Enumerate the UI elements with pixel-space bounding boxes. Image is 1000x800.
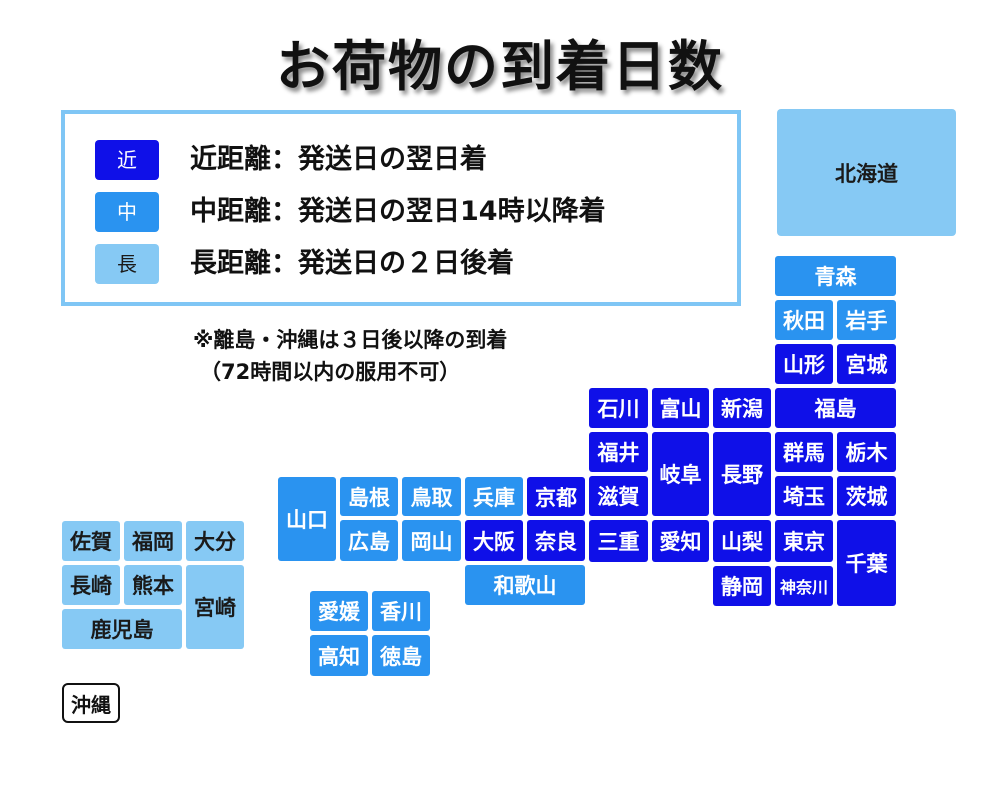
pref-okinawa[interactable]: 沖縄 — [62, 683, 120, 723]
pref-shiga[interactable]: 滋賀 — [589, 476, 648, 516]
pref-miyagi[interactable]: 宮城 — [837, 344, 896, 384]
pref-kochi[interactable]: 高知 — [310, 635, 368, 676]
pref-gifu[interactable]: 岐阜 — [652, 432, 709, 516]
pref-saga[interactable]: 佐賀 — [62, 521, 120, 561]
pref-yamagata[interactable]: 山形 — [775, 344, 833, 384]
near-description: 近距離：発送日の翌日着 — [190, 144, 487, 175]
pref-fukuoka[interactable]: 福岡 — [124, 521, 182, 561]
note-islands: ※離島・沖縄は３日後以降の到着 — [193, 328, 508, 352]
pref-saitama[interactable]: 埼玉 — [775, 476, 833, 516]
pref-tokyo[interactable]: 東京 — [775, 520, 833, 562]
pref-nagasaki[interactable]: 長崎 — [62, 565, 120, 605]
pref-mie[interactable]: 三重 — [589, 520, 648, 562]
pref-fukushima[interactable]: 福島 — [775, 388, 896, 428]
pref-hiroshima[interactable]: 広島 — [340, 520, 398, 561]
mid-badge: 中 — [95, 192, 159, 232]
legend-row-far: 長 長距離：発送日の２日後着 — [95, 244, 735, 284]
note-72-hours: （72時間以内の服用不可） — [200, 360, 461, 384]
pref-kyoto[interactable]: 京都 — [527, 477, 585, 516]
page-title: お荷物の到着日数 — [276, 35, 724, 98]
pref-aomori[interactable]: 青森 — [775, 256, 896, 296]
pref-oita[interactable]: 大分 — [186, 521, 244, 561]
pref-kanagawa[interactable]: 神奈川 — [775, 566, 833, 606]
pref-nagano[interactable]: 長野 — [713, 432, 771, 516]
legend-row-mid: 中 中距離：発送日の翌日14時以降着 — [95, 192, 735, 232]
pref-hokkaido[interactable]: 北海道 — [777, 109, 956, 236]
pref-gunma[interactable]: 群馬 — [775, 432, 833, 472]
pref-hyogo[interactable]: 兵庫 — [465, 477, 523, 516]
pref-ibaraki[interactable]: 茨城 — [837, 476, 896, 516]
pref-shimane[interactable]: 島根 — [340, 477, 398, 516]
pref-miyazaki[interactable]: 宮崎 — [186, 565, 244, 649]
pref-chiba[interactable]: 千葉 — [837, 520, 896, 606]
pref-niigata[interactable]: 新潟 — [713, 388, 771, 428]
pref-tochigi[interactable]: 栃木 — [837, 432, 896, 472]
pref-kagawa[interactable]: 香川 — [372, 591, 430, 631]
pref-kumamoto[interactable]: 熊本 — [124, 565, 182, 605]
pref-tottori[interactable]: 鳥取 — [402, 477, 461, 516]
near-badge: 近 — [95, 140, 159, 180]
pref-tokushima[interactable]: 徳島 — [372, 635, 430, 676]
pref-akita[interactable]: 秋田 — [775, 300, 833, 340]
pref-osaka[interactable]: 大阪 — [465, 520, 523, 561]
pref-fukui[interactable]: 福井 — [589, 432, 648, 472]
pref-kagoshima[interactable]: 鹿児島 — [62, 609, 182, 649]
pref-shizuoka[interactable]: 静岡 — [713, 566, 771, 606]
pref-yamanashi[interactable]: 山梨 — [713, 520, 771, 562]
mid-description: 中距離：発送日の翌日14時以降着 — [190, 196, 606, 227]
pref-ishikawa[interactable]: 石川 — [589, 388, 648, 428]
pref-nara[interactable]: 奈良 — [527, 520, 585, 561]
delivery-legend: 近 近距離：発送日の翌日着 中 中距離：発送日の翌日14時以降着 長 長距離：発… — [61, 110, 741, 306]
far-badge: 長 — [95, 244, 159, 284]
far-description: 長距離：発送日の２日後着 — [190, 248, 514, 279]
pref-iwate[interactable]: 岩手 — [837, 300, 896, 340]
pref-toyama[interactable]: 富山 — [652, 388, 709, 428]
pref-yamaguchi[interactable]: 山口 — [278, 477, 336, 561]
legend-row-near: 近 近距離：発送日の翌日着 — [95, 140, 735, 180]
pref-ehime[interactable]: 愛媛 — [310, 591, 368, 631]
pref-wakayama[interactable]: 和歌山 — [465, 565, 585, 605]
pref-aichi[interactable]: 愛知 — [652, 520, 709, 562]
pref-okayama[interactable]: 岡山 — [402, 520, 461, 561]
